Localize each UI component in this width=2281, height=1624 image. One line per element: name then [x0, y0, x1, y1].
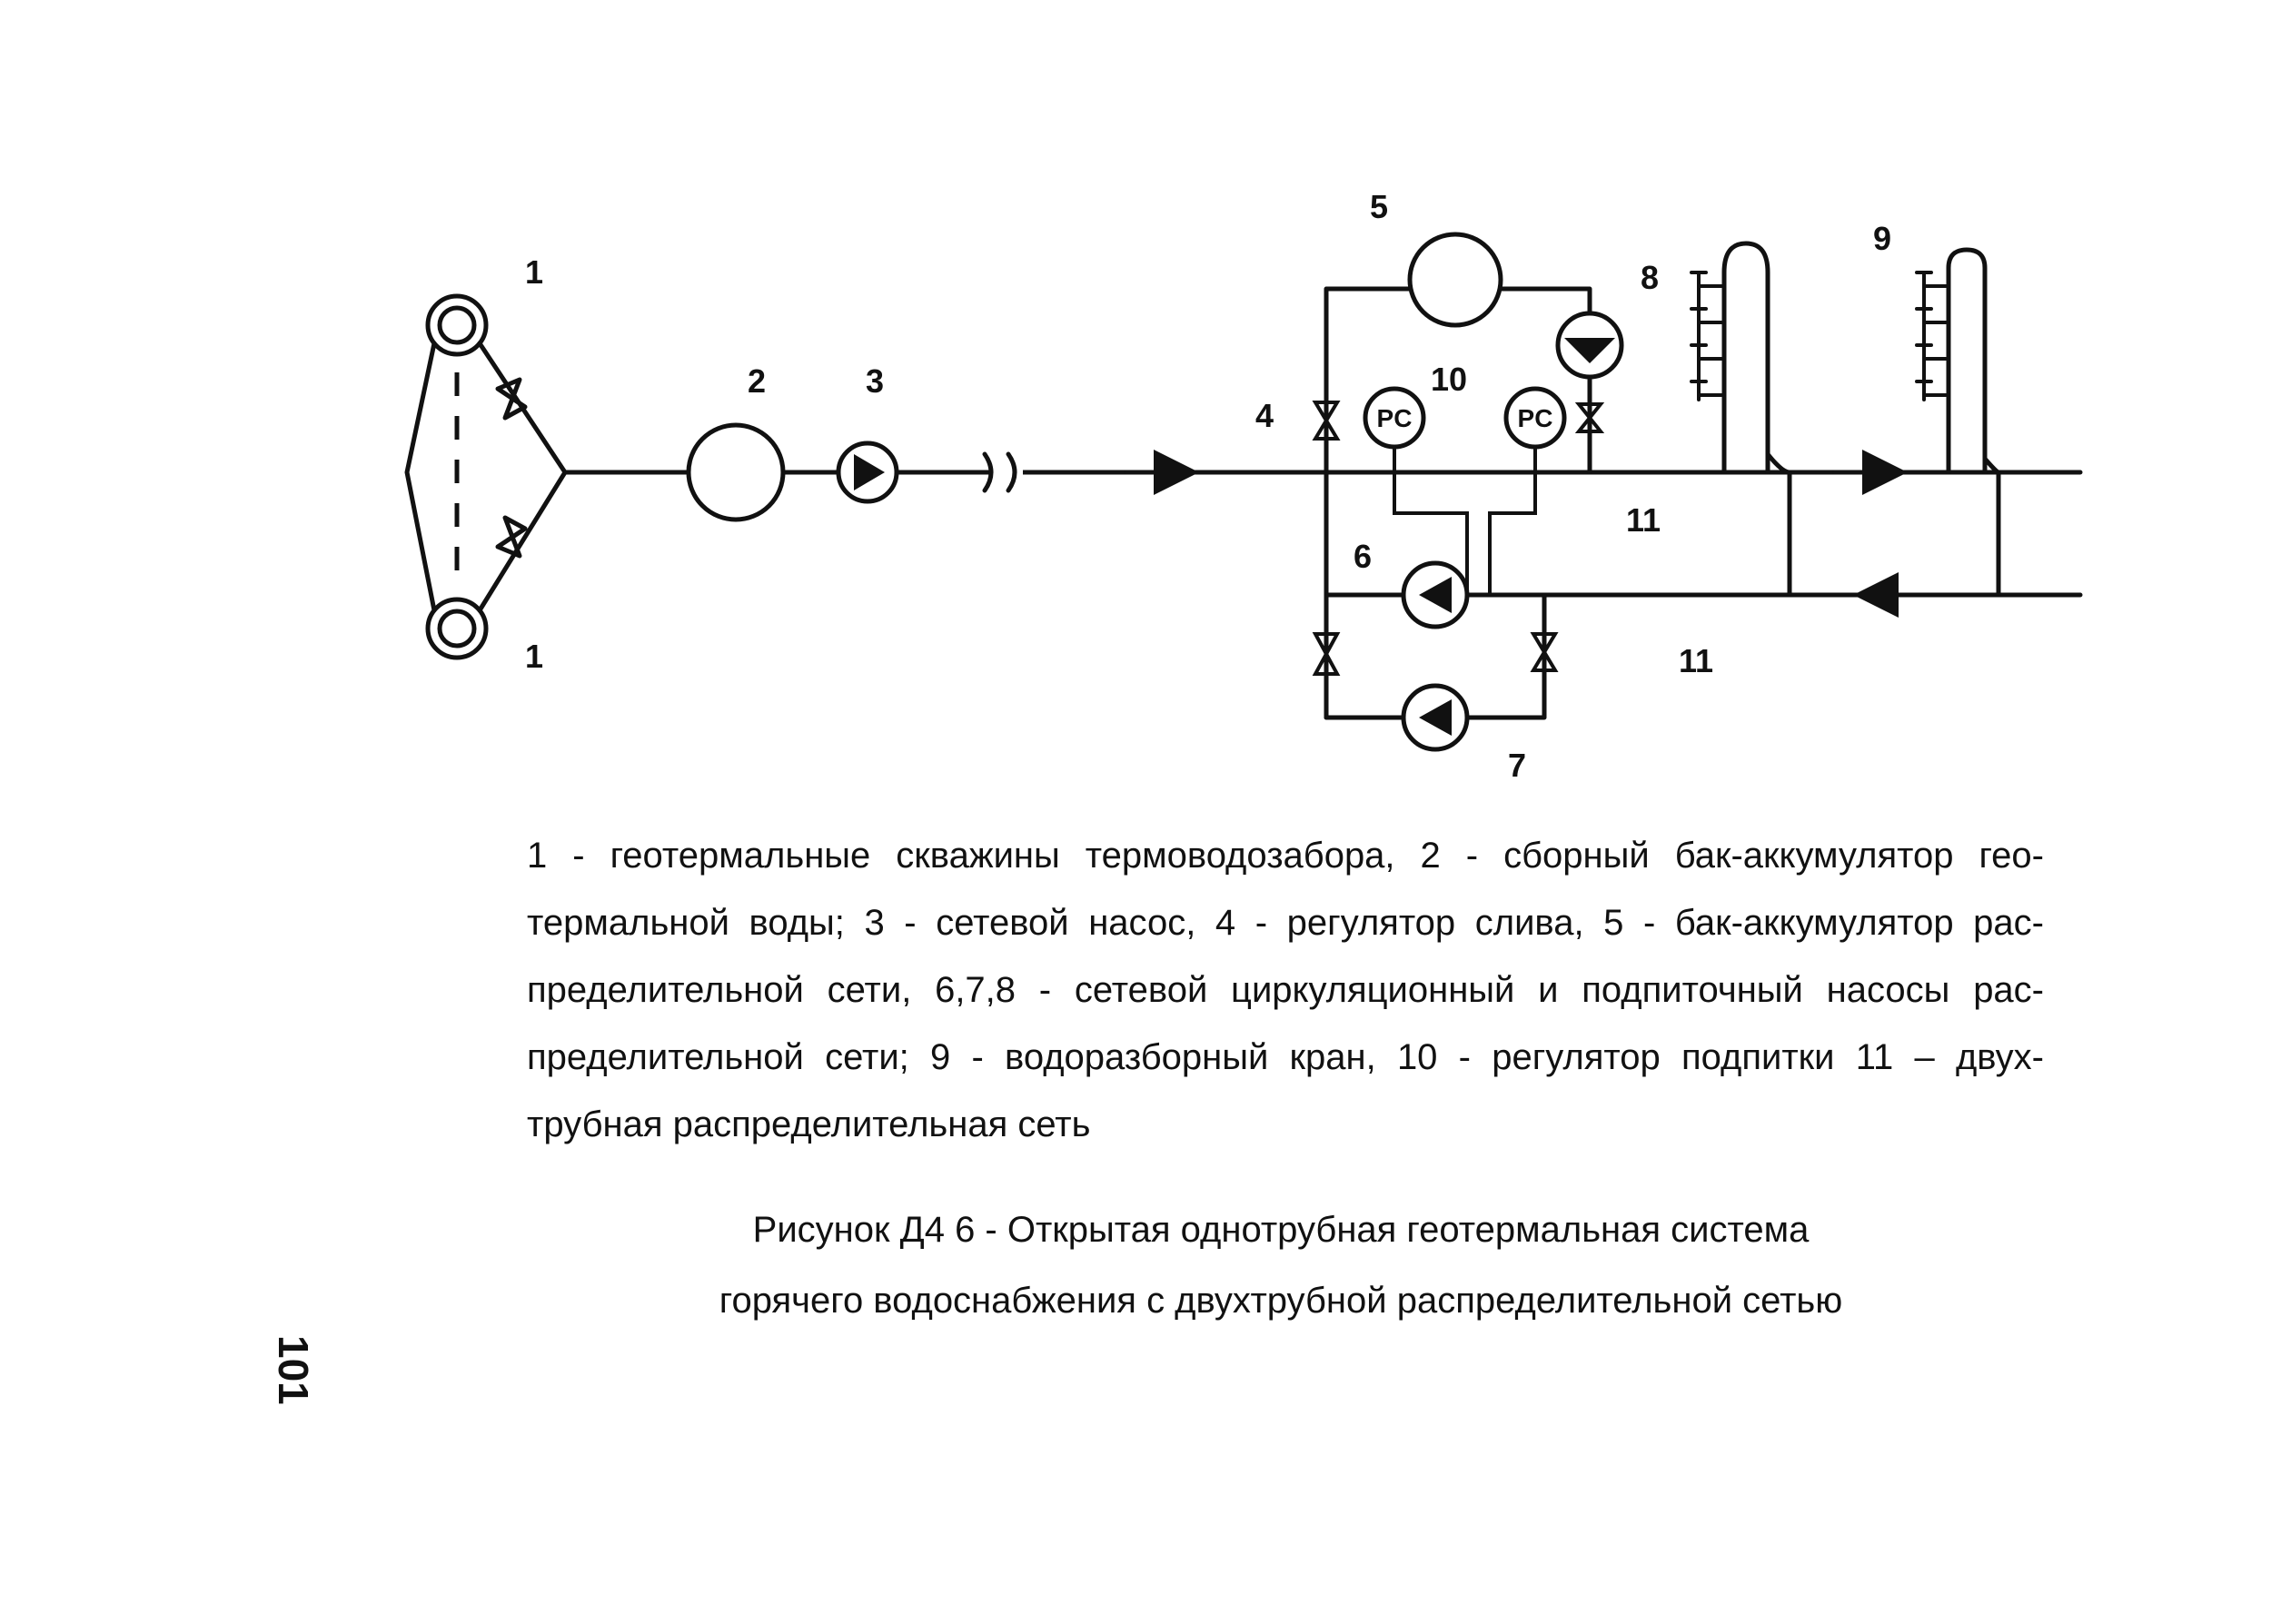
- legend-line-1: 1 - геотермальные скважины термоводозабо…: [527, 836, 2044, 876]
- makeup-regulator-right: PC: [1503, 386, 1567, 450]
- lower-valve-left-icon: [1312, 632, 1341, 676]
- well-valve-top-icon: [495, 377, 528, 421]
- label-well-bottom: 1: [525, 638, 543, 675]
- regulator-link: [1393, 445, 1537, 597]
- well-outline-left: [404, 341, 437, 613]
- geothermal-well-top: [425, 293, 489, 357]
- collection-tank: [686, 422, 786, 522]
- label-makeup-pump: 7: [1508, 747, 1526, 784]
- label-well-top: 1: [525, 253, 543, 291]
- tank-loop-pipe: [1324, 286, 1592, 475]
- well-pipe-bottom: [477, 470, 568, 613]
- makeup-pump-icon: [1555, 311, 1624, 380]
- legend-line-2: термальной воды; 3 - сетевой насос, 4 - …: [527, 903, 2044, 943]
- legend-line-3: пределительной сети, 6,7,8 - сетевой цир…: [527, 970, 2044, 1010]
- label-makeup-regulator: 10: [1431, 361, 1467, 398]
- caption-line-2: горячего водоснабжения с двухтрубной рас…: [719, 1281, 1843, 1321]
- consumer-9: [1946, 247, 2001, 598]
- pipe-break-icon: [982, 451, 1023, 493]
- lower-valve-right-icon: [1530, 632, 1559, 672]
- figure-legend: 1 - геотермальные скважины термоводозабо…: [527, 822, 2044, 1158]
- label-circulation-pump: 6: [1354, 538, 1372, 575]
- taps-8-icon: [1690, 271, 1723, 401]
- makeup-regulator-left: PC: [1363, 386, 1426, 450]
- svg-text:PC: PC: [1377, 404, 1413, 432]
- label-network-return: 11: [1679, 642, 1713, 679]
- circulation-pump-icon: [1401, 560, 1470, 629]
- makeup-valve-icon: [1574, 402, 1605, 433]
- label-taps-8: 8: [1641, 259, 1659, 296]
- svg-text:PC: PC: [1518, 404, 1553, 432]
- makeup-pump-lower-icon: [1401, 683, 1470, 752]
- legend-line-5: трубная распределительная сеть: [527, 1104, 1091, 1144]
- label-tank: 2: [748, 362, 766, 400]
- figure-caption: Рисунок Д4 6 - Открытая однотрубная геот…: [636, 1194, 1926, 1336]
- legend-line-4: пределительной сети; 9 - водоразборный к…: [527, 1037, 2044, 1077]
- taps-9-icon: [1915, 271, 1948, 401]
- caption-line-1: Рисунок Д4 6 - Открытая однотрубная геот…: [752, 1210, 1810, 1250]
- drain-regulator-valve-icon: [1312, 401, 1341, 441]
- label-network-supply: 11: [1626, 501, 1661, 539]
- well-valve-bottom-icon: [495, 515, 528, 559]
- geothermal-well-bottom: [425, 597, 489, 660]
- label-taps-9: 9: [1873, 220, 1891, 257]
- label-network-tank: 5: [1370, 188, 1388, 225]
- network-tank: [1407, 232, 1503, 328]
- label-supply-pump: 3: [866, 362, 884, 400]
- supply-pump-icon: [836, 441, 899, 504]
- consumer-8: [1721, 241, 1792, 598]
- page-number: 101: [270, 1335, 317, 1405]
- label-drain-regulator: 4: [1255, 397, 1274, 434]
